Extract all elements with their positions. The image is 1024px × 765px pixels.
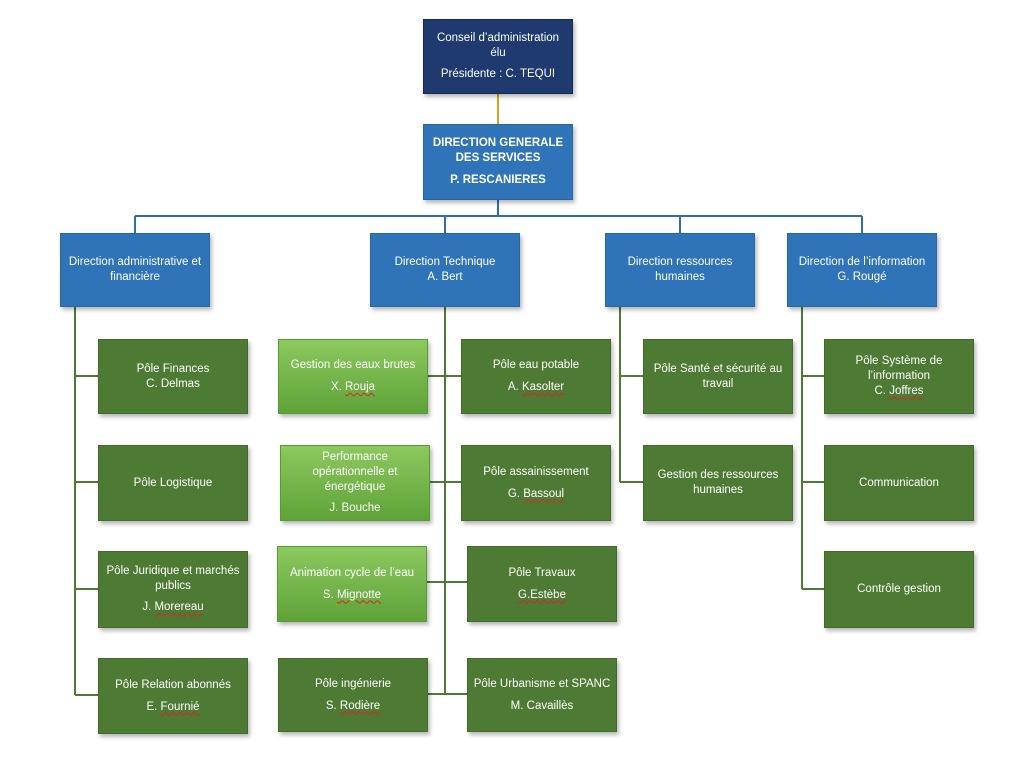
- dgs-box: DIRECTION GENERALE DES SERVICES P. RESCA…: [423, 124, 573, 200]
- pole-relation-name: E. Fournié: [146, 700, 199, 715]
- name-surname: Rodière: [339, 699, 381, 712]
- info-controle-box: Contrôle gestion: [824, 551, 974, 628]
- connectors-poles: [74, 307, 824, 696]
- board-title-line2: élu: [490, 46, 506, 59]
- direction-admin-title: Direction administrative et financière: [68, 256, 202, 283]
- pole-relation-title: Pôle Relation abonnés: [115, 678, 231, 691]
- tech-ingenierie-title: Pôle ingénierie: [314, 677, 392, 690]
- tech-eaux-brutes-name: X. Rouja: [331, 380, 375, 395]
- tech-travaux-title: Pôle Travaux: [508, 566, 576, 579]
- rh-sante-title: Pôle Santé et sécurité au travail: [653, 362, 783, 390]
- info-systeme-name: C. Joffres: [874, 384, 923, 399]
- tech-assainissement-box: Pôle assainissement G. Bassoul: [461, 445, 611, 521]
- tech-travaux-name: G.Estèbe: [518, 588, 566, 601]
- name-surname: Morereau: [154, 601, 204, 614]
- name-surname: Bassoul: [523, 487, 565, 500]
- rh-gestion-title: Gestion des ressources humaines: [657, 469, 779, 496]
- info-systeme-title: Pôle Système de l’information: [855, 355, 943, 383]
- rh-sante-box: Pôle Santé et sécurité au travail: [643, 339, 793, 414]
- name-prefix: X.: [330, 381, 345, 393]
- name-prefix: A.: [507, 381, 522, 393]
- tech-urbanisme-name: M. Cavaillès: [510, 699, 574, 712]
- direction-info-name: G. Rougé: [837, 271, 887, 283]
- direction-tech-title: Direction Technique: [394, 256, 496, 269]
- tech-urbanisme-box: Pôle Urbanisme et SPANC M. Cavaillès: [467, 658, 617, 732]
- pole-logistique-title: Pôle Logistique: [133, 476, 213, 489]
- tech-eau-potable-title: Pôle eau potable: [492, 359, 580, 372]
- tech-travaux-box: Pôle Travaux G.Estèbe: [467, 546, 617, 622]
- tech-ingenierie-name: S. Rodière: [326, 699, 380, 714]
- pole-juridique-name: J. Morereau: [142, 600, 203, 615]
- pole-finances-box: Pôle Finances C. Delmas: [98, 339, 248, 414]
- name-prefix: J.: [142, 601, 155, 614]
- tech-animation-title: Animation cycle de l’eau: [289, 566, 414, 579]
- tech-eaux-brutes-box: Gestion des eaux brutes X. Rouja: [278, 339, 428, 414]
- board-president: Présidente : C. TEQUI: [440, 68, 556, 81]
- name-surname: Fournié: [160, 700, 200, 713]
- board-title: Conseil d’administration: [436, 31, 560, 44]
- tech-performance-title: Performance opérationnelle et énergétiqu…: [312, 450, 398, 493]
- tech-eaux-brutes-title: Gestion des eaux brutes: [290, 359, 416, 372]
- tech-eau-potable-name: A. Kasolter: [508, 380, 564, 395]
- name-prefix: G.: [507, 487, 524, 500]
- name-prefix: E.: [146, 700, 161, 713]
- direction-info-box: Direction de l’information G. Rougé: [787, 233, 937, 307]
- direction-info-title: Direction de l’information: [798, 256, 926, 269]
- name-prefix: S.: [322, 588, 337, 601]
- tech-performance-box: Performance opérationnelle et énergétiqu…: [280, 445, 430, 521]
- direction-tech-name: A. Bert: [427, 271, 463, 283]
- direction-tech-box: Direction Technique A. Bert: [370, 233, 520, 307]
- info-communication-box: Communication: [824, 445, 974, 521]
- name-prefix: C.: [874, 384, 890, 397]
- pole-relation-box: Pôle Relation abonnés E. Fournié: [98, 658, 248, 734]
- name-surname: Kasolter: [521, 381, 565, 393]
- name-surname: Mignotte: [336, 588, 382, 601]
- direction-rh-title: Direction ressources humaines: [627, 256, 733, 283]
- name-prefix: S.: [325, 699, 340, 712]
- name-surname: Joffres: [889, 384, 924, 397]
- board-box: Conseil d’administration élu Présidente …: [423, 19, 573, 94]
- info-communication-title: Communication: [859, 476, 939, 489]
- pole-logistique-box: Pôle Logistique: [98, 445, 248, 521]
- tech-assainissement-title: Pôle assainissement: [483, 465, 589, 478]
- info-systeme-box: Pôle Système de l’information C. Joffres: [824, 339, 974, 414]
- tech-assainissement-name: G. Bassoul: [508, 487, 564, 502]
- direction-admin-box: Direction administrative et financière: [60, 233, 210, 307]
- dgs-name: P. RESCANIERES: [450, 173, 546, 186]
- tech-ingenierie-box: Pôle ingénierie S. Rodière: [278, 658, 428, 732]
- tech-performance-name: J. Bouche: [329, 502, 381, 515]
- tech-animation-name: S. Mignotte: [323, 588, 381, 603]
- pole-finances-title: Pôle Finances: [136, 362, 210, 375]
- connectors-dgs: [134, 200, 863, 233]
- name-surname: Rouja: [345, 381, 376, 393]
- pole-juridique-box: Pôle Juridique et marchés publics J. Mor…: [98, 551, 248, 628]
- rh-gestion-box: Gestion des ressources humaines: [643, 445, 793, 521]
- tech-animation-box: Animation cycle de l’eau S. Mignotte: [277, 546, 427, 622]
- tech-eau-potable-box: Pôle eau potable A. Kasolter: [461, 339, 611, 414]
- direction-rh-box: Direction ressources humaines: [605, 233, 755, 307]
- info-controle-title: Contrôle gestion: [857, 583, 941, 596]
- pole-finances-name: C. Delmas: [146, 377, 200, 390]
- dgs-title: DIRECTION GENERALE DES SERVICES: [432, 137, 564, 165]
- pole-juridique-title: Pôle Juridique et marchés publics: [106, 564, 240, 592]
- tech-urbanisme-title: Pôle Urbanisme et SPANC: [473, 677, 611, 690]
